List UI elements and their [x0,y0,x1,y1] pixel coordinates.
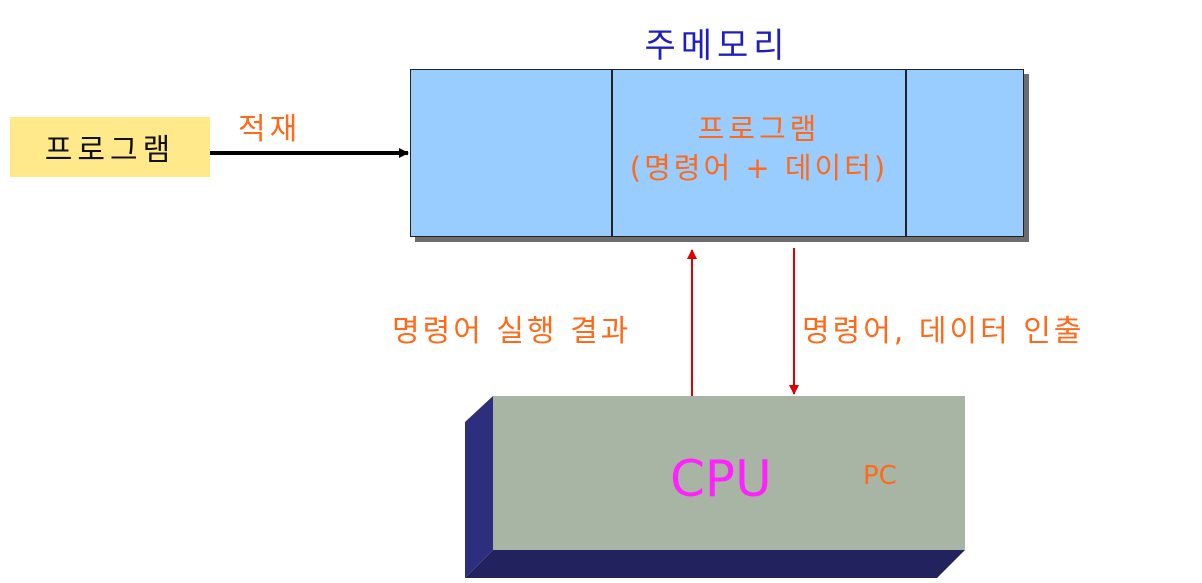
memory-cell-right [907,70,1023,236]
memory-program-label: 프로그램 [697,112,821,146]
program-box: 프로그램 [10,117,210,177]
cpu-block-front [493,396,965,550]
memory-title: 주메모리 [644,26,790,66]
pc-register-label: PC [863,461,897,491]
memory-program-detail: (명령어 + 데이터) [629,151,889,185]
memory-cell-program: 프로그램 (명령어 + 데이터) [613,70,907,236]
program-box-label: 프로그램 [44,133,176,168]
memory-block: 프로그램 (명령어 + 데이터) [410,69,1024,237]
cpu-label: CPU [670,450,772,508]
result-label: 명령어 실행 결과 [392,314,632,349]
fetch-label: 명령어, 데이터 인출 [802,314,1085,349]
load-label: 적재 [238,112,302,147]
memory-cell-left [411,70,613,236]
cpu-block-side [465,396,493,578]
cpu-block-bottom [465,550,965,578]
